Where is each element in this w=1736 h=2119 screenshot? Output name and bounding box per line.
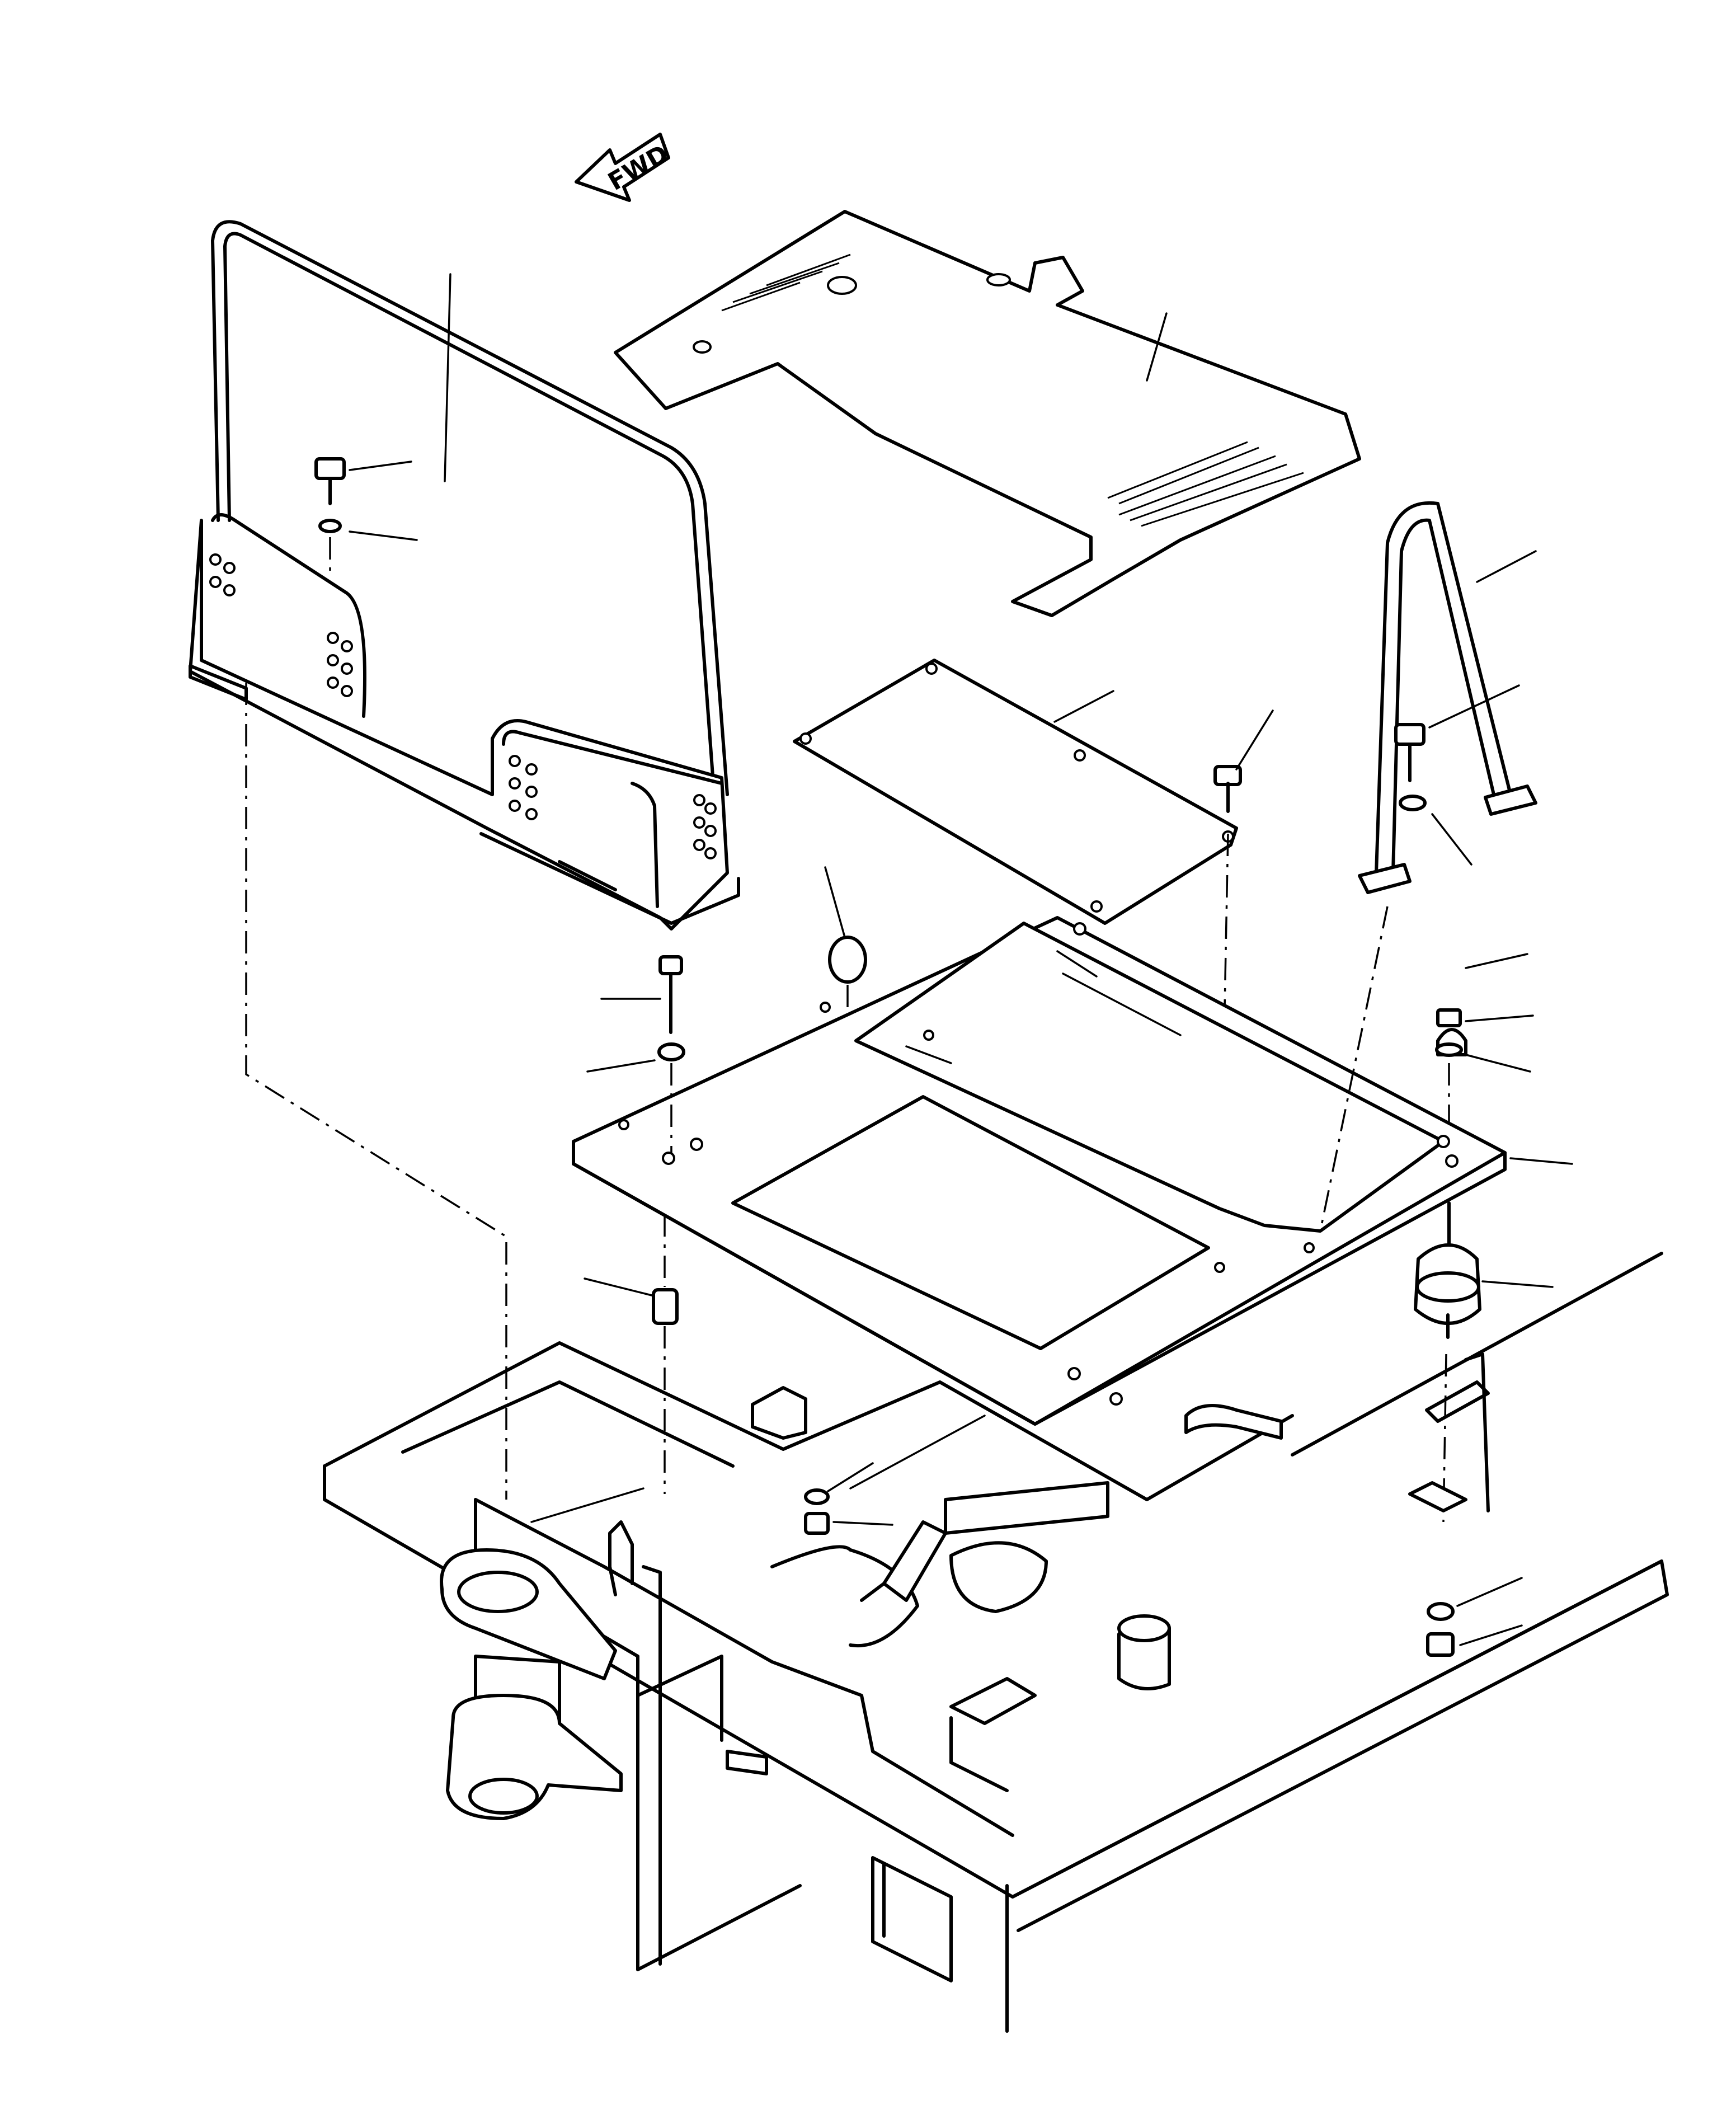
bolt-mid	[804, 1462, 893, 1535]
isolator-mount	[1414, 1201, 1554, 1523]
bolt-right	[1394, 684, 1520, 866]
fwd-arrow: FWD	[575, 133, 674, 202]
alignment-lines	[245, 683, 1389, 1500]
swing-post	[440, 1498, 802, 1971]
vent-holes-front	[509, 755, 717, 859]
base-chassis	[323, 1252, 1669, 2033]
right-guard-rail	[1358, 501, 1537, 894]
mat-hatch	[721, 253, 1304, 527]
leader-lines	[530, 1415, 986, 1523]
floor-mat	[614, 210, 1361, 617]
frame-holes	[618, 922, 1459, 1406]
cover-plate	[793, 659, 1238, 925]
floor-frame	[572, 916, 1573, 1426]
bolt-left-guard	[314, 457, 418, 576]
acorn-nut-set	[1435, 953, 1534, 1125]
spacer-collar	[584, 1214, 679, 1494]
bolt-frame	[586, 955, 685, 1153]
vent-holes-left	[209, 553, 353, 697]
left-guard-rail	[189, 220, 740, 931]
bolt-bottom-right	[1426, 1577, 1523, 1657]
